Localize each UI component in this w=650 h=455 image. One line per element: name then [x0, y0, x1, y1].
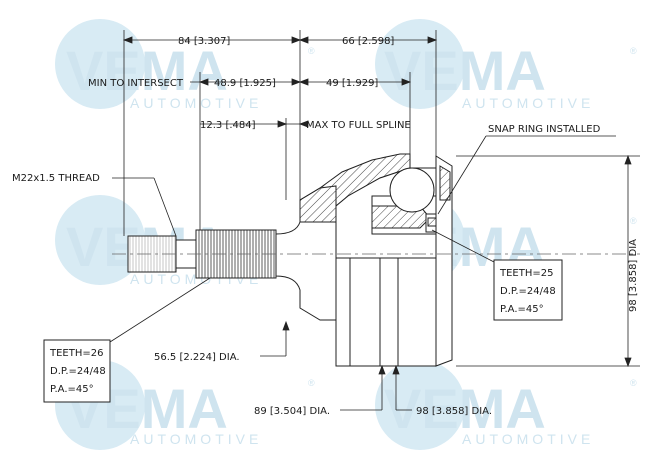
- watermark-circle: [375, 19, 465, 109]
- watermark-top-right: VEMA AUTOMOTIVE ®: [375, 19, 641, 111]
- watermark-bottom-right: VEMA AUTOMOTIVE ®: [375, 360, 641, 450]
- dim-spline-length: 12.3 [.484]: [200, 120, 256, 131]
- spec-box-left: TEETH=26 D.P.=24/48 P.A.=45°: [43, 339, 111, 403]
- watermark-registered: ®: [630, 46, 641, 56]
- dimension-lines: [109, 30, 640, 411]
- housing-flange: [435, 155, 453, 367]
- watermark-brand: VEMA: [384, 39, 546, 102]
- spec-right-dp: D.P.=24/48: [500, 286, 556, 297]
- dim-thread: M22x1.5 THREAD: [12, 173, 100, 184]
- dim-min-to-intersect-label: MIN TO INTERSECT: [88, 78, 184, 89]
- dim-shaft-dia: 56.5 [2.224] DIA.: [154, 352, 240, 363]
- watermark-registered: ®: [308, 378, 319, 388]
- spec-right-teeth: TEETH=25: [499, 268, 553, 279]
- dim-max-to-full-spline: MAX TO FULL SPLINE: [306, 120, 411, 131]
- watermark-sub: AUTOMOTIVE: [462, 95, 594, 111]
- spec-left-dp: D.P.=24/48: [50, 366, 106, 377]
- dim-snap-ring: SNAP RING INSTALLED: [488, 124, 601, 135]
- dim-overall-left: 84 [3.307]: [178, 36, 230, 47]
- spec-left-teeth: TEETH=26: [49, 348, 103, 359]
- dim-right-49: 49 [1.929]: [326, 78, 378, 89]
- cv-joint-part: [112, 153, 640, 367]
- watermark-brand: VEMA: [384, 377, 546, 440]
- watermark-circle: [55, 19, 145, 109]
- watermark-sub: AUTOMOTIVE: [130, 95, 262, 111]
- watermark-circle: [55, 195, 145, 285]
- dim-overall-right: 66 [2.598]: [342, 36, 394, 47]
- watermark-registered: ®: [308, 46, 319, 56]
- dim-vertical-dia: 98 [3.858] DIA: [628, 239, 639, 312]
- spec-box-right: TEETH=25 D.P.=24/48 P.A.=45°: [493, 259, 563, 321]
- watermark-brand: VEMA: [66, 39, 228, 102]
- watermark-top-left-sub: AUTOMOTIVE ®: [130, 46, 319, 111]
- dim-min-to-intersect-value: 48.9 [1.925]: [214, 78, 276, 89]
- dim-housing-dia: 89 [3.504] DIA.: [254, 406, 330, 417]
- dim-outer-dia: 98 [3.858] DIA.: [416, 406, 492, 417]
- spec-right-pa: P.A.=45°: [500, 304, 544, 315]
- spec-left-pa: P.A.=45°: [50, 384, 94, 395]
- watermark-registered: ®: [630, 378, 641, 388]
- watermark-circle: [375, 360, 465, 450]
- watermark-sub: AUTOMOTIVE: [462, 431, 594, 447]
- ball-bearing: [389, 167, 435, 213]
- watermark-sub: AUTOMOTIVE: [130, 431, 262, 447]
- watermark-top-left: VEMA: [55, 19, 228, 109]
- watermark-registered: ®: [630, 216, 641, 226]
